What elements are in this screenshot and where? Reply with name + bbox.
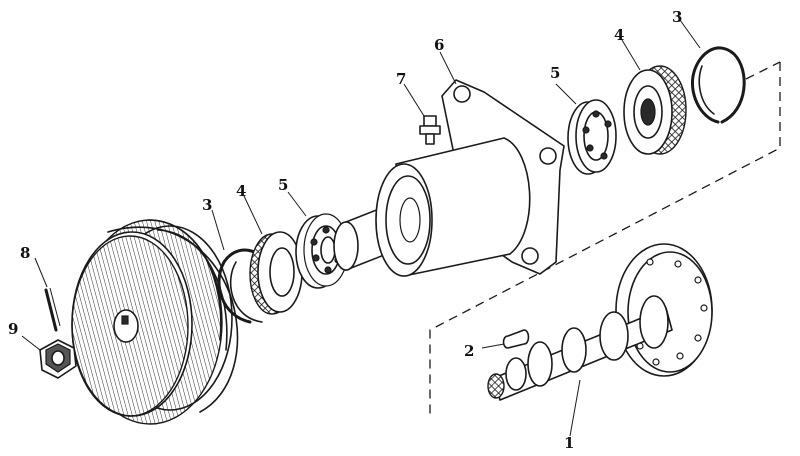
- callout-bearing-inner-left: 5: [278, 176, 288, 194]
- bearing-inner-right: [555, 83, 617, 175]
- assembly-dashed-frame: [429, 61, 781, 415]
- grease-fitting: [403, 83, 441, 145]
- snap-ring-right: [679, 19, 746, 124]
- callout-ring-left: 3: [202, 196, 212, 214]
- bearing-outer-left: [243, 195, 303, 315]
- callout-castle-nut: 9: [8, 320, 18, 338]
- callout-bearing-outer-right: 4: [614, 26, 624, 44]
- pulley: [71, 219, 239, 425]
- callout-grease-fitting: 7: [396, 70, 406, 88]
- callout-labels: 1 2 3 4 5 6 7 8 9 3 4 5: [8, 8, 682, 452]
- callout-housing: 6: [434, 36, 444, 54]
- key: [481, 329, 530, 349]
- callout-key: 2: [464, 342, 474, 360]
- shaft-with-flange: [487, 243, 713, 437]
- callout-shaft: 1: [564, 434, 574, 452]
- castle-nut: [21, 335, 77, 379]
- cotter-pin: [34, 257, 61, 332]
- callout-bearing-outer-left: 4: [236, 182, 246, 200]
- callout-ring-right: 3: [672, 8, 682, 26]
- callout-bearing-inner-right: 5: [550, 64, 560, 82]
- housing: [375, 51, 565, 277]
- callout-cotter-pin: 8: [20, 244, 30, 262]
- bearing-outer-right: [621, 39, 687, 155]
